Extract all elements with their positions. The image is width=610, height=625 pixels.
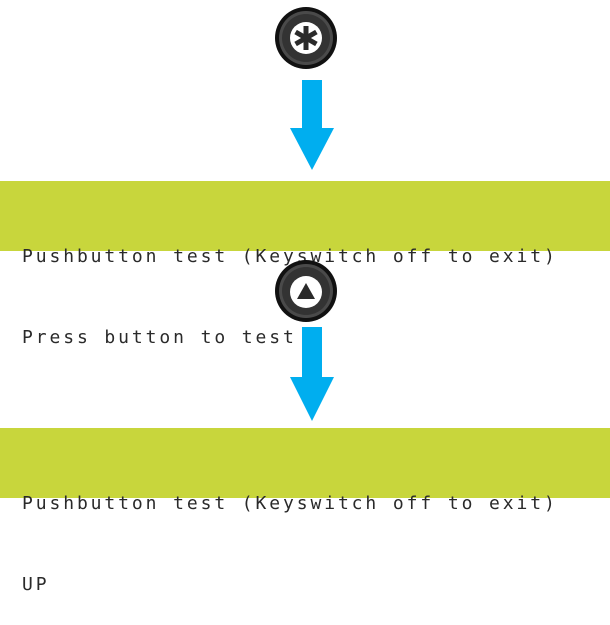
up-button-icon: [275, 260, 337, 322]
asterisk-icon: [290, 22, 322, 54]
down-arrow-icon: [290, 80, 334, 170]
down-arrow-icon: [290, 327, 334, 421]
lcd-display-1: Pushbutton test (Keyswitch off to exit) …: [0, 181, 610, 348]
lcd-line-1: Pushbutton test (Keyswitch off to exit): [22, 493, 558, 514]
lcd-line-2: Press button to test: [22, 327, 297, 348]
lcd-line-1: Pushbutton test (Keyswitch off to exit): [22, 246, 558, 267]
asterisk-button-icon: [275, 7, 337, 69]
lcd-line-2: UP: [22, 574, 50, 595]
up-triangle-icon: [290, 276, 322, 308]
